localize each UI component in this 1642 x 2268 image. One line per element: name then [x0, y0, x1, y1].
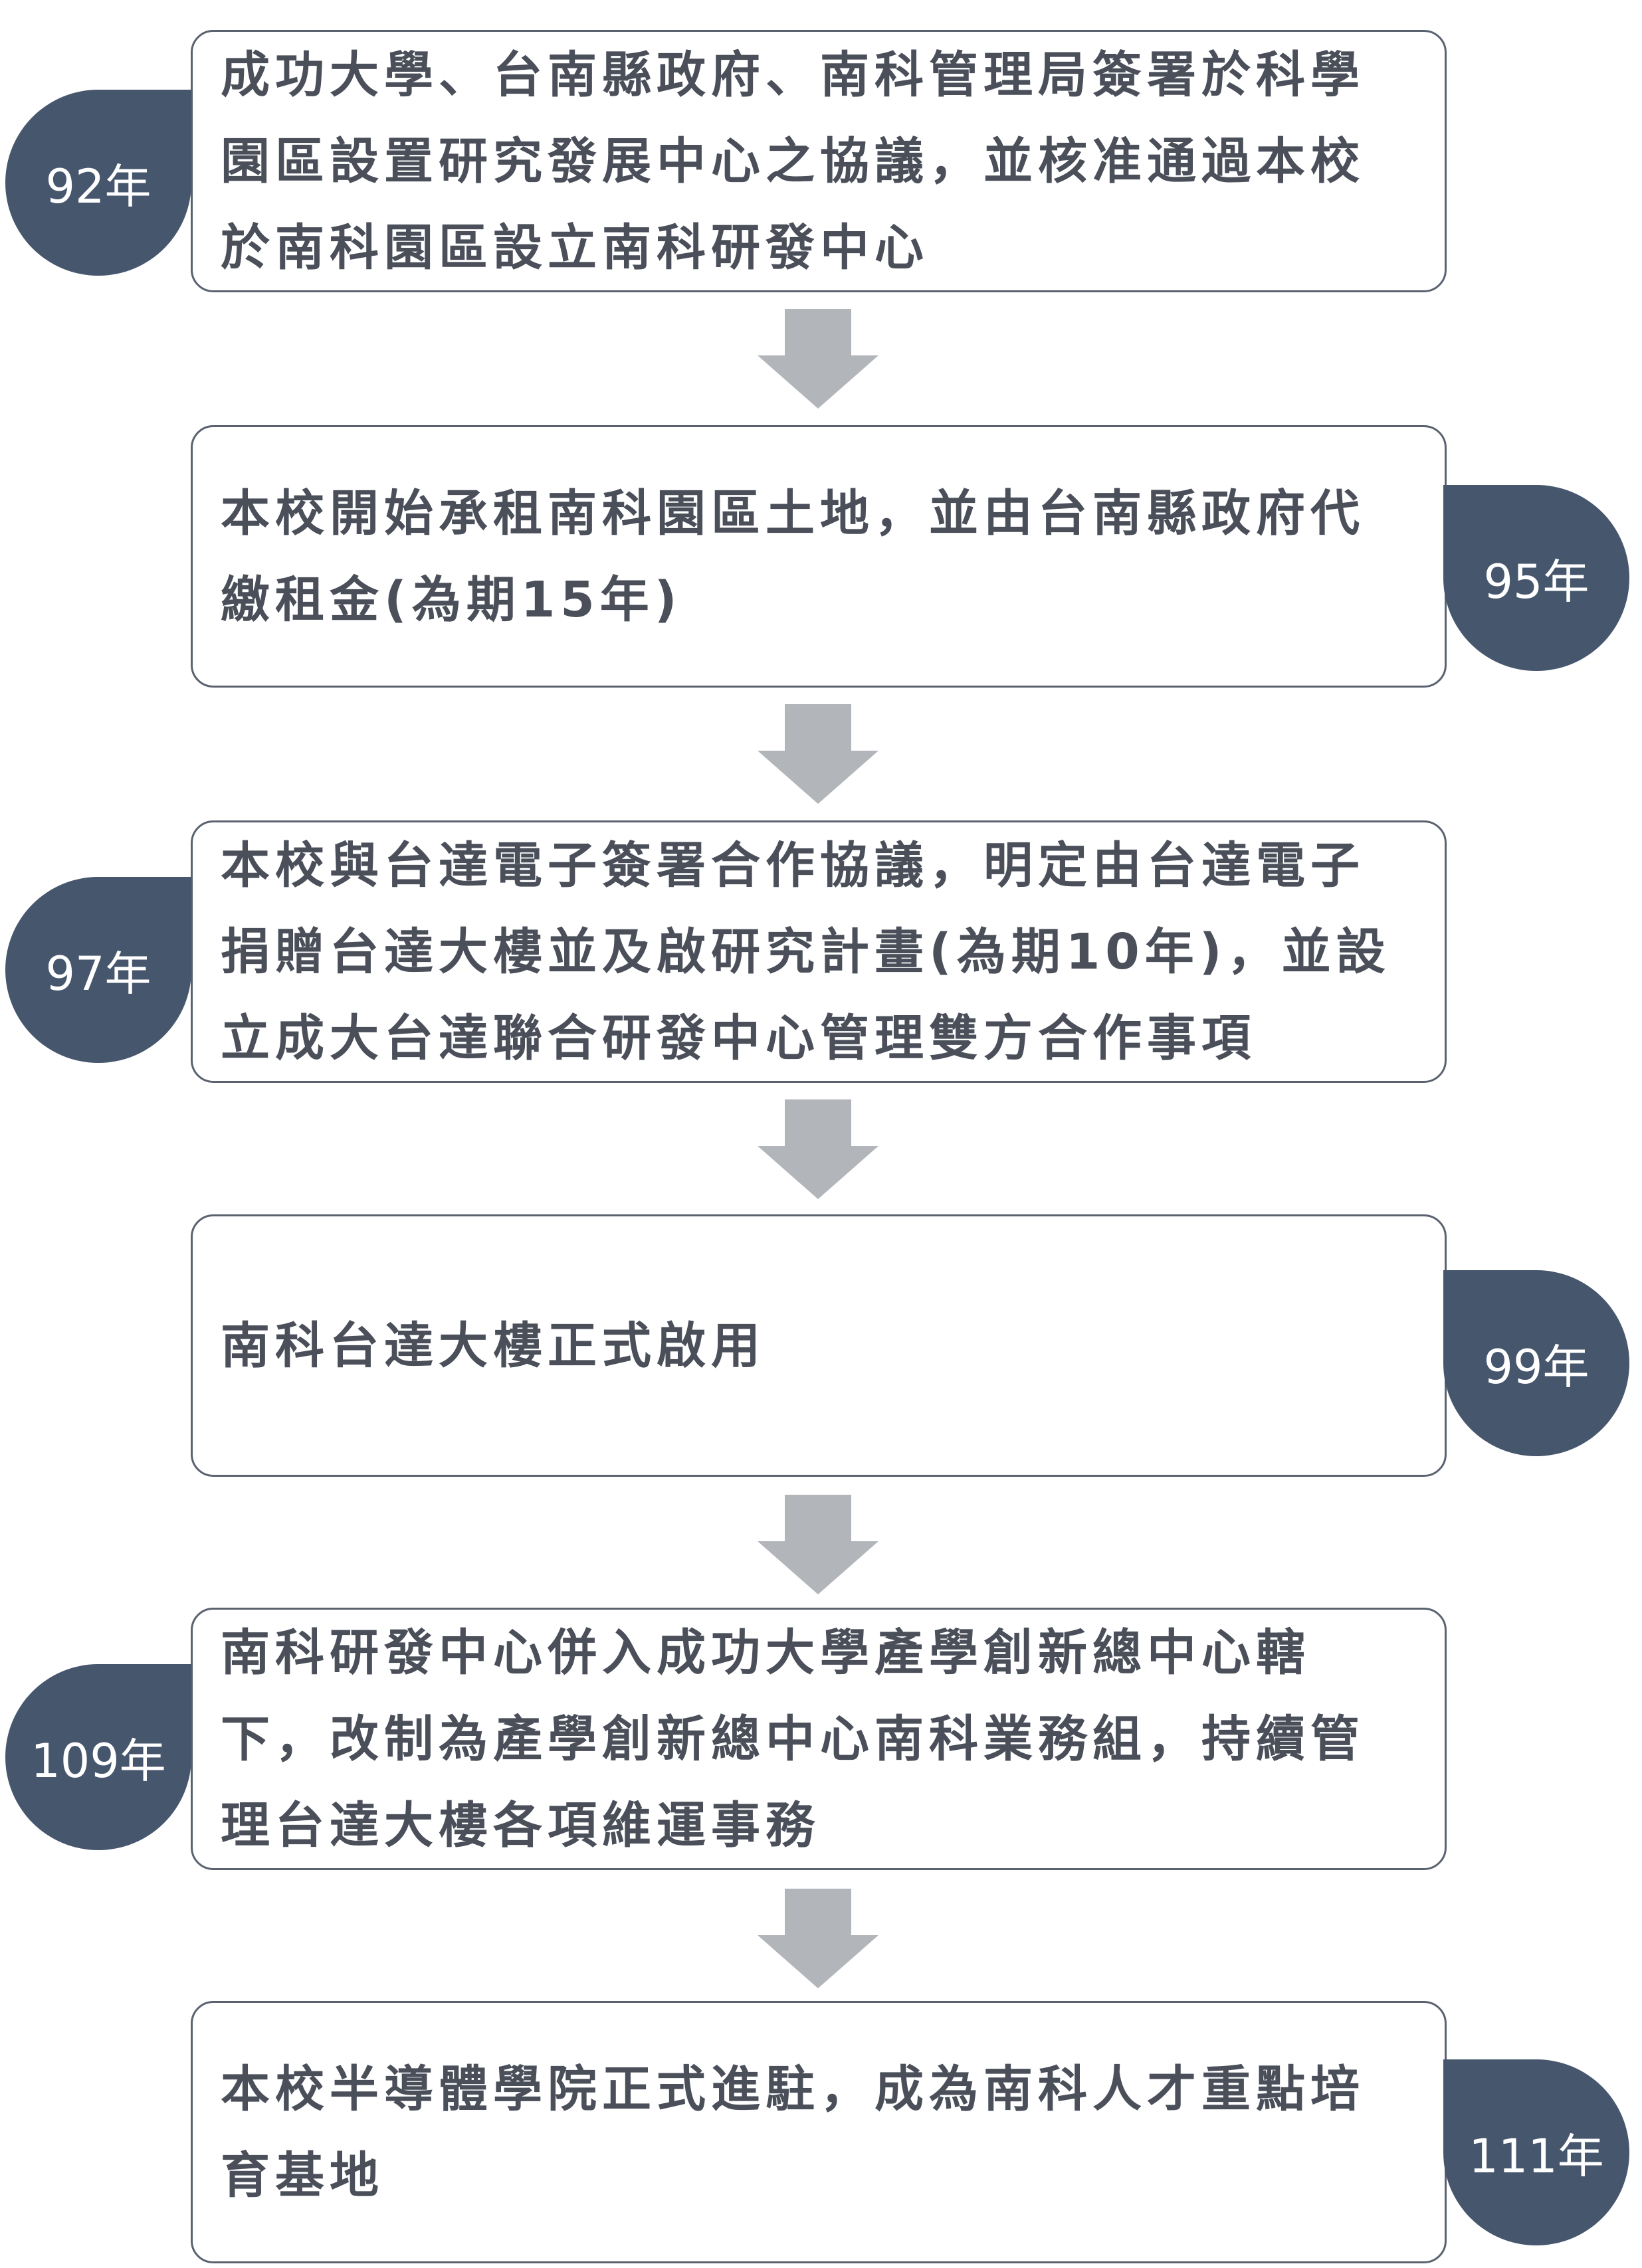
- down-arrow-icon-4: [758, 1495, 878, 1594]
- year-badge-6: 111年: [1443, 2059, 1629, 2245]
- down-arrow-icon-5: [758, 1889, 878, 1988]
- year-badge-3: 97年: [5, 877, 191, 1063]
- step-text-6: 本校半導體學院正式進駐，成為南科人才重點培育基地: [221, 2060, 1365, 2204]
- step-text-4: 南科台達大樓正式啟用: [221, 1317, 766, 1374]
- year-badge-4: 99年: [1443, 1270, 1629, 1456]
- year-badge-5: 109年: [5, 1664, 191, 1850]
- down-arrow-icon-1: [758, 309, 878, 409]
- step-box-1: 成功大學、台南縣政府、南科管理局簽署於科學園區設置研究發展中心之協議，並核准通過…: [191, 30, 1447, 292]
- down-arrow-icon-2: [758, 704, 878, 804]
- step-text-3: 本校與台達電子簽署合作協議，明定由台達電子捐贈台達大樓並及啟研究計畫(為期10年…: [221, 836, 1391, 1067]
- step-box-5: 南科研發中心併入成功大學產學創新總中心轄下，改制為產學創新總中心南科業務組，持續…: [191, 1608, 1447, 1870]
- step-box-6: 本校半導體學院正式進駐，成為南科人才重點培育基地: [191, 2001, 1447, 2263]
- step-box-2: 本校開始承租南科園區土地，並由台南縣政府代繳租金(為期15年): [191, 425, 1447, 688]
- step-box-4: 南科台達大樓正式啟用: [191, 1214, 1447, 1477]
- year-badge-2: 95年: [1443, 485, 1629, 671]
- step-box-3: 本校與台達電子簽署合作協議，明定由台達電子捐贈台達大樓並及啟研究計畫(為期10年…: [191, 820, 1447, 1083]
- step-text-2: 本校開始承租南科園區土地，並由台南縣政府代繳租金(為期15年): [221, 484, 1365, 628]
- down-arrow-icon-3: [758, 1099, 878, 1199]
- step-text-5: 南科研發中心併入成功大學產學創新總中心轄下，改制為產學創新總中心南科業務組，持續…: [221, 1624, 1365, 1854]
- year-badge-1: 92年: [5, 90, 191, 276]
- step-text-1: 成功大學、台南縣政府、南科管理局簽署於科學園區設置研究發展中心之協議，並核准通過…: [221, 46, 1365, 276]
